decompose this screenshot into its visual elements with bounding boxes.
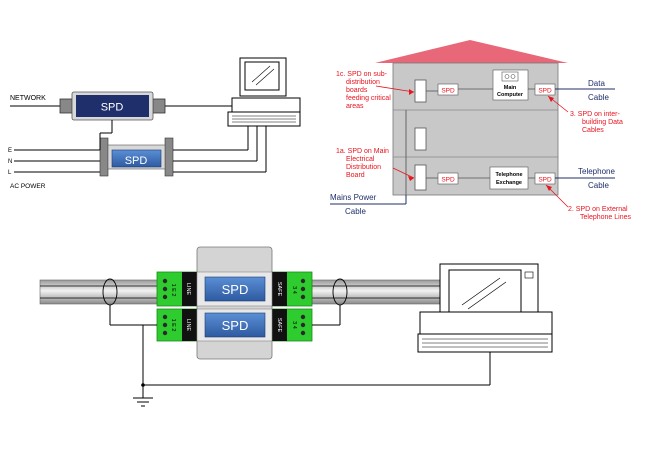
svg-text:Electrical: Electrical	[346, 156, 375, 163]
callout-1a: 1a. SPD on Main Electrical Distribution …	[336, 148, 415, 181]
telephone-exchange-label-2: Exchange	[496, 180, 522, 186]
svg-text:Board: Board	[346, 172, 365, 179]
e-label: E	[8, 148, 12, 154]
callout-2: 2. SPD on External Telephone Lines	[545, 184, 631, 221]
spd-label-2: SPD	[538, 177, 552, 184]
lower-spd-box	[204, 312, 266, 338]
lower-line-label: LINE	[185, 319, 191, 332]
svg-text:3. SPD on inter-: 3. SPD on inter-	[570, 111, 620, 118]
bottom-diagram: 1 E 2 3 4 LINE SAFE SPD 1 E 2 3 4 LINE S…	[39, 246, 553, 407]
network-connector-right	[152, 98, 166, 114]
outgoing-cable	[311, 279, 443, 305]
spd-box-1c	[437, 83, 459, 96]
main-distribution-board	[414, 164, 427, 191]
svg-text:feeding critical: feeding critical	[346, 95, 391, 102]
ac-spd-box	[111, 149, 162, 168]
building-roof	[375, 40, 568, 63]
upper-pins-right: 3 4	[291, 286, 297, 294]
svg-text:Distribution: Distribution	[346, 164, 381, 171]
svg-text:areas: areas	[346, 103, 364, 110]
incoming-cable	[39, 279, 159, 305]
ac-spd-label: SPD	[125, 155, 148, 167]
callout-3: 3. SPD on inter- building Data Cables	[547, 95, 623, 134]
svg-text:1a. SPD on Main: 1a. SPD on Main	[336, 148, 389, 155]
spd-box-1a	[437, 172, 459, 185]
telephone-label: Telephone	[578, 167, 615, 176]
upper-spd-label: SPD	[222, 282, 249, 297]
svg-text:boards: boards	[346, 87, 368, 94]
l-label: L	[8, 170, 12, 176]
svg-text:Telephone Lines: Telephone Lines	[580, 214, 631, 221]
network-spd-label: SPD	[101, 102, 124, 114]
upper-safe-label: SAFE	[276, 282, 282, 297]
svg-text:2. SPD on External: 2. SPD on External	[568, 206, 628, 213]
upper-line-label: LINE	[185, 283, 191, 296]
building-diagram: SPD SPD Main Computer SPD Telephone Exch…	[330, 40, 631, 221]
lower-spd-label: SPD	[222, 318, 249, 333]
top-left-diagram: NETWORK SPD E N L AC POWER SPD	[8, 57, 301, 190]
spd-label-3: SPD	[538, 88, 552, 95]
data-label: Data	[588, 79, 605, 88]
data-cable-label: Cable	[588, 93, 609, 102]
main-computer	[492, 69, 529, 101]
mains-cable-label: Cable	[345, 207, 366, 216]
lower-safe-label: SAFE	[276, 318, 282, 333]
svg-text:1c. SPD on sub-: 1c. SPD on sub-	[336, 71, 388, 78]
computer-icon-bottom	[417, 263, 553, 353]
lower-pins-right: 3 4	[291, 321, 297, 329]
network-spd-box	[76, 95, 149, 117]
lower-pins-left: 1 E 2	[170, 319, 176, 332]
main-computer-label-1: Main	[504, 85, 517, 91]
spd-label-1c: SPD	[441, 88, 455, 95]
network-connector-left	[59, 98, 73, 114]
svg-text:building Data: building Data	[582, 119, 623, 126]
computer-icon-top	[227, 57, 301, 127]
svg-text:Cables: Cables	[582, 127, 604, 134]
sub-distribution-board	[414, 79, 427, 103]
telephone-cable-label: Cable	[588, 181, 609, 190]
telephone-exchange-label-1: Telephone	[495, 172, 522, 178]
spd-module-lower: 1 E 2 3 4 LINE SAFE SPD	[156, 308, 313, 342]
distribution-board-mid	[414, 127, 427, 151]
upper-spd-box	[204, 276, 266, 302]
spd-module-upper: 1 E 2 3 4 LINE SAFE SPD	[156, 271, 313, 307]
network-label: NETWORK	[10, 95, 46, 102]
spd-label-1a: SPD	[441, 177, 455, 184]
upper-pins-left: 1 E 2	[170, 284, 176, 297]
n-label: N	[8, 159, 12, 165]
ground-icon	[133, 397, 153, 407]
svg-text:distribution: distribution	[346, 79, 380, 86]
callout-1c: 1c. SPD on sub- distribution boards feed…	[336, 71, 415, 110]
ac-power-label: AC POWER	[10, 183, 46, 190]
mains-power-label: Mains Power	[330, 193, 377, 202]
main-computer-label-2: Computer	[497, 92, 524, 98]
